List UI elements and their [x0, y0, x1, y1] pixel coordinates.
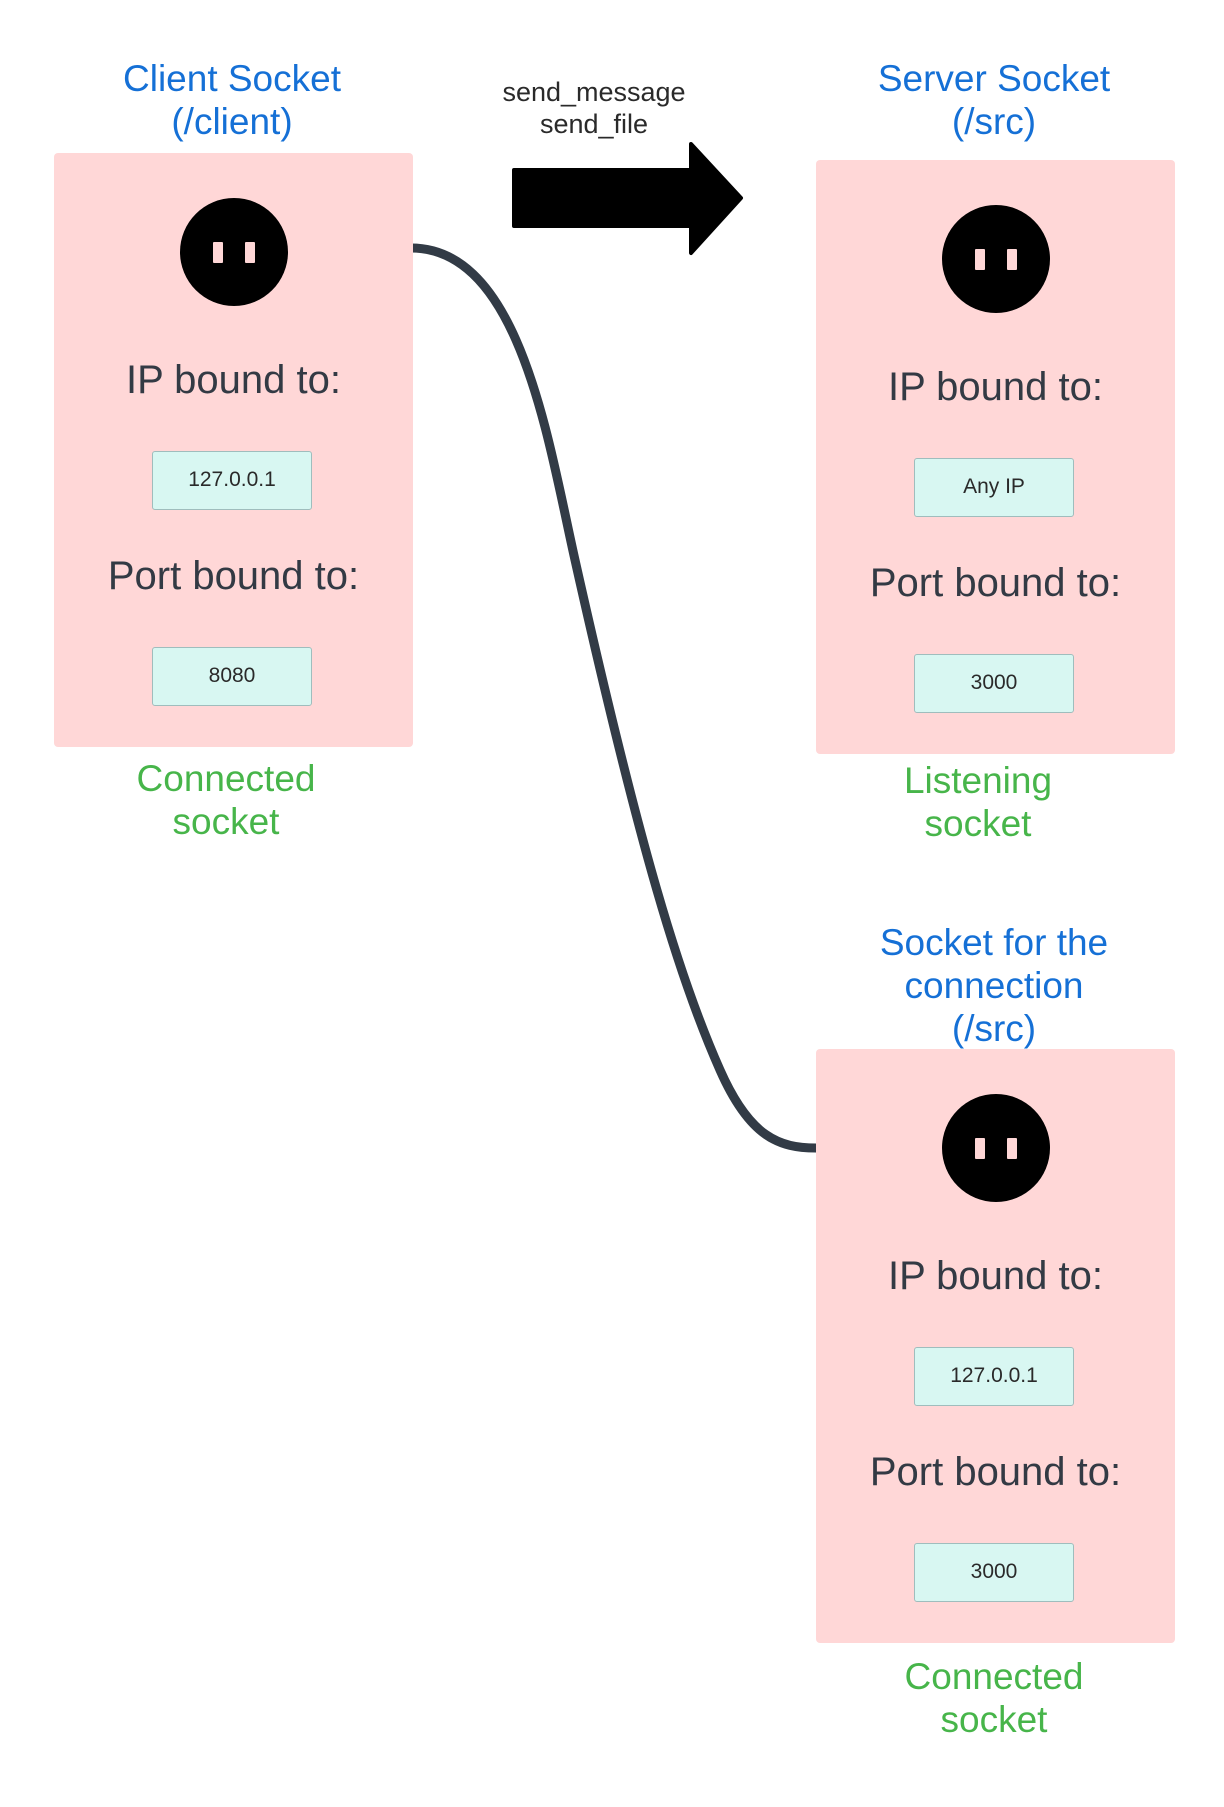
- server-ip-value: Any IP: [914, 458, 1074, 517]
- client-socket-card: IP bound to: 127.0.0.1 Port bound to: 80…: [54, 153, 413, 747]
- message-label-send-file: send_file: [539, 109, 649, 139]
- connection-socket-title-path: (/src): [951, 1008, 1037, 1049]
- connection-socket-title-line-2: connection: [904, 965, 1084, 1006]
- server-socket-card: IP bound to: Any IP Port bound to: 3000: [816, 160, 1175, 754]
- client-socket-title: Client Socket (/client): [52, 57, 412, 143]
- server-ip-label: IP bound to:: [888, 365, 1103, 409]
- connection-port-label: Port bound to:: [869, 1450, 1122, 1494]
- server-socket-status: Listening socket: [798, 759, 1158, 845]
- server-socket-title: Server Socket (/src): [814, 57, 1174, 143]
- connection-ip-value: 127.0.0.1: [914, 1347, 1074, 1406]
- connection-socket-status: Connected socket: [814, 1655, 1174, 1741]
- client-socket-title-path: (/client): [171, 101, 293, 142]
- connection-ip-label: IP bound to:: [888, 1254, 1103, 1298]
- connection-socket-card: IP bound to: 127.0.0.1 Port bound to: 30…: [816, 1049, 1175, 1643]
- client-ip-label: IP bound to:: [126, 358, 341, 402]
- plug-slot-left: [975, 1138, 985, 1159]
- socket-plug-icon: [942, 205, 1050, 313]
- connection-socket-title-line-1: Socket for the: [879, 922, 1109, 963]
- connection-port-value: 3000: [914, 1543, 1074, 1602]
- client-socket-status: Connected socket: [46, 757, 406, 843]
- plug-slot-left: [975, 249, 985, 270]
- message-labels: send_message send_file: [464, 76, 724, 140]
- server-port-value: 3000: [914, 654, 1074, 713]
- plug-slot-right: [1007, 1138, 1017, 1159]
- connection-status-line-1: Connected: [904, 1656, 1084, 1697]
- socket-plug-icon: [942, 1094, 1050, 1202]
- socket-plug-icon: [180, 198, 288, 306]
- client-status-line-2: socket: [172, 801, 280, 842]
- plug-slot-right: [1007, 249, 1017, 270]
- connection-socket-title: Socket for the connection (/src): [814, 921, 1174, 1050]
- server-socket-title-path: (/src): [951, 101, 1037, 142]
- server-status-line-2: socket: [924, 803, 1032, 844]
- plug-slot-left: [213, 242, 223, 263]
- server-port-label: Port bound to:: [869, 561, 1122, 605]
- client-port-label: Port bound to:: [107, 554, 360, 598]
- client-socket-title-line: Client Socket: [123, 58, 341, 99]
- client-ip-value: 127.0.0.1: [152, 451, 312, 510]
- server-socket-title-line: Server Socket: [877, 58, 1111, 99]
- client-port-value: 8080: [152, 647, 312, 706]
- connection-line: [406, 243, 821, 1153]
- client-status-line-1: Connected: [136, 758, 316, 799]
- plug-slot-right: [245, 242, 255, 263]
- send-arrow: [512, 142, 743, 255]
- message-label-send-message: send_message: [502, 77, 686, 107]
- server-status-line-1: Listening: [903, 760, 1053, 801]
- connection-status-line-2: socket: [940, 1699, 1048, 1740]
